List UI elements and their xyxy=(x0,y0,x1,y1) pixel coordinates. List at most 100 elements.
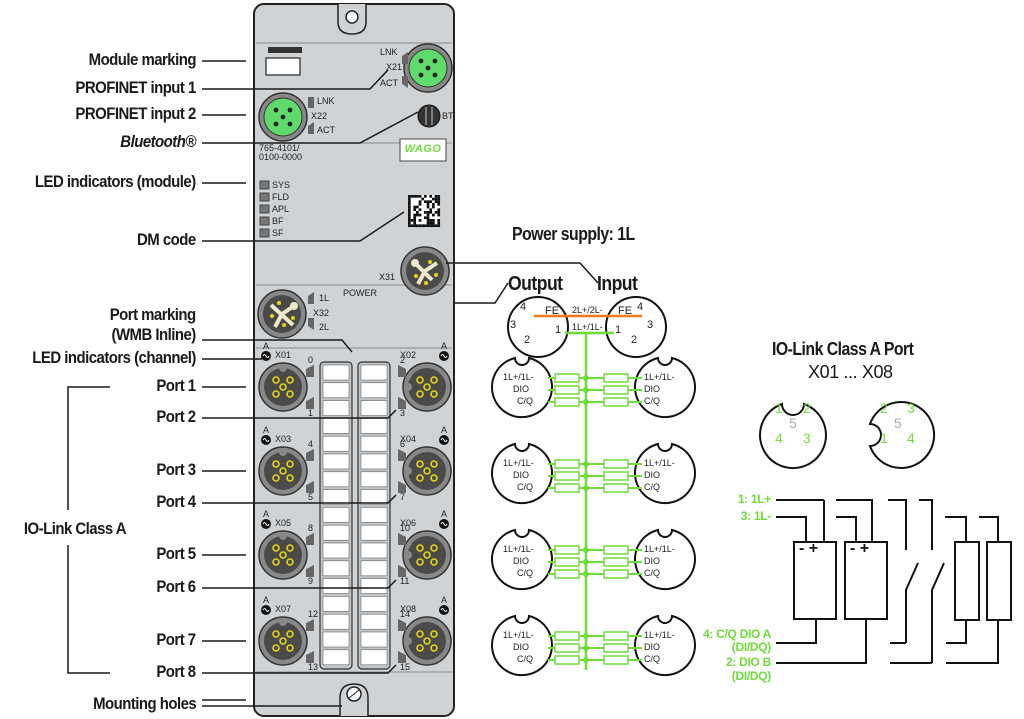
dm-module xyxy=(408,205,411,209)
port-name-x04: X04 xyxy=(400,434,417,444)
dm-module xyxy=(418,195,422,198)
channel-led-14 xyxy=(398,619,406,631)
dm-module xyxy=(418,203,422,206)
x32-connector xyxy=(257,289,314,339)
fuse-left xyxy=(554,483,580,493)
dm-module xyxy=(410,195,414,198)
port-pin xyxy=(430,376,438,384)
junction xyxy=(583,375,589,381)
port-class-label: A xyxy=(441,509,448,519)
module-marking xyxy=(265,47,302,76)
port-pin xyxy=(430,474,438,482)
dm-module xyxy=(429,195,433,198)
x22-act: ACT xyxy=(317,125,335,135)
port-pin xyxy=(286,460,294,468)
pinout-left-pin: 1 xyxy=(775,400,783,416)
channel-led-5 xyxy=(306,481,314,493)
fuse-right xyxy=(603,545,629,555)
power-pin: 4 xyxy=(520,301,527,313)
dm-module xyxy=(432,224,435,228)
channel-number: 8 xyxy=(308,523,314,533)
line-2l-label: 2L+/2L- xyxy=(572,305,603,315)
fuse-right xyxy=(603,643,629,653)
channel-number: 14 xyxy=(400,609,411,619)
led-sys xyxy=(259,180,270,190)
dm-module xyxy=(434,197,438,201)
fuse-left xyxy=(554,385,580,395)
dm-module xyxy=(432,221,435,225)
dm-module xyxy=(424,216,427,220)
fuse-right xyxy=(603,655,629,665)
channel-number: 4 xyxy=(308,439,314,449)
signal-label-right: DIO xyxy=(644,384,661,394)
led-label-fld: FLD xyxy=(272,192,290,202)
dm-module xyxy=(437,195,441,198)
marking-cell xyxy=(322,418,350,434)
dm-module xyxy=(432,197,435,201)
dm-module xyxy=(408,200,411,204)
signal-label-right: 1L+/1L- xyxy=(644,630,675,640)
signal-label-left: 1L+/1L- xyxy=(503,372,534,382)
marking-cell xyxy=(322,596,350,612)
class-a-icon-wave xyxy=(440,354,448,358)
port-socket xyxy=(264,452,302,490)
junction xyxy=(583,399,589,405)
marking-cell xyxy=(322,613,350,630)
x22-connector xyxy=(258,92,314,142)
port-circle-right xyxy=(634,442,696,505)
x21-lnk: LNK xyxy=(380,47,398,57)
power-pin: 1 xyxy=(555,324,562,336)
dm-module xyxy=(416,195,419,198)
port-pin xyxy=(423,637,431,645)
port-socket xyxy=(264,368,302,406)
marking-cell xyxy=(322,435,350,452)
label-port-marking-wmb: (WMB Inline) xyxy=(111,325,197,344)
power-schematic xyxy=(491,296,696,677)
port-pin xyxy=(279,637,287,645)
port-name-x08: X08 xyxy=(400,604,417,614)
marking-cell xyxy=(360,560,388,577)
signal-label-left: C/Q xyxy=(517,568,534,578)
input-label: Input xyxy=(597,273,638,295)
dm-module xyxy=(413,216,417,220)
port-pin xyxy=(272,390,280,398)
port-pin xyxy=(272,460,280,468)
label-port-8: Port 8 xyxy=(156,662,197,681)
port-class-label: A xyxy=(263,509,270,519)
marking-cell xyxy=(360,453,388,470)
fuse-left xyxy=(554,569,580,579)
port-pin xyxy=(286,558,294,566)
fuse-right xyxy=(603,397,629,407)
dm-module xyxy=(418,200,422,204)
dm-module xyxy=(432,219,435,222)
x32-1l: 1L xyxy=(319,293,330,303)
port-socket xyxy=(264,536,302,574)
signal-label-right: DIO xyxy=(644,470,661,480)
fuse-right xyxy=(603,471,629,481)
channel-led-2 xyxy=(398,365,406,377)
power-pin: 3 xyxy=(647,319,654,331)
wago-logo xyxy=(399,138,447,162)
wago-logo-text: WAGO xyxy=(404,143,442,155)
dm-module xyxy=(432,203,435,206)
port-class-label: A xyxy=(263,425,270,435)
signal-label-left: 1L+/1L- xyxy=(503,544,534,554)
port-pin xyxy=(272,630,280,638)
channel-number: 13 xyxy=(308,662,319,672)
junction xyxy=(583,657,589,663)
dm-module xyxy=(429,208,433,212)
led-label-sys: SYS xyxy=(272,180,291,190)
dm-module xyxy=(434,200,438,204)
pinout-subtitle: X01 ... X08 xyxy=(808,362,893,382)
load-2 xyxy=(986,541,1012,621)
wiring-pin4-type: (DI/DQ) xyxy=(731,640,772,654)
dm-module xyxy=(408,213,411,217)
dm-module xyxy=(408,211,411,214)
dm-module xyxy=(416,224,419,228)
fuse-right xyxy=(603,631,629,641)
port-pin xyxy=(286,390,294,398)
dm-module xyxy=(426,224,430,228)
dm-module xyxy=(408,208,411,212)
bt-label: BT xyxy=(442,111,454,121)
